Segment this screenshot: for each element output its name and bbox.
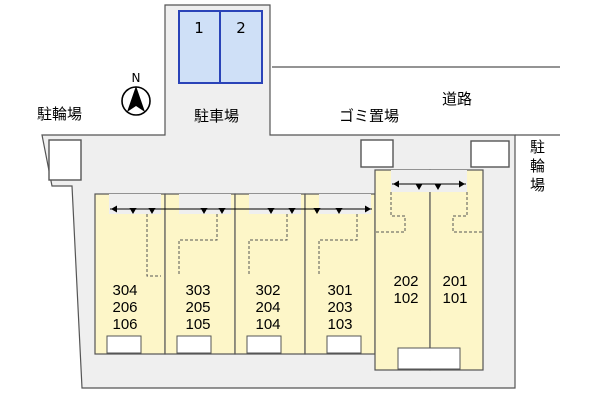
unit-label-203: 203 [327,299,352,316]
balcony-301 [319,194,371,214]
unit-label-104: 104 [255,316,280,333]
stair-302 [248,214,288,276]
approach-arrow-right-2 [434,184,442,190]
garbage-area-label: ゴミ置場 [339,107,399,125]
unit-label-101: 101 [442,290,467,307]
unit-label-106: 106 [112,316,137,333]
parking-space-1-label: 1 [194,19,204,37]
bicycle-parking-left-box [48,139,82,181]
building-201 [429,169,484,371]
bicycle-parking-right-char-2: 輪 [530,157,545,175]
bicycle-parking-right-label: 駐 輪 場 [530,138,545,194]
unit-label-206: 206 [112,299,137,316]
parking-space-2 [219,10,263,84]
stair-304 [146,214,161,277]
unit-label-204: 204 [255,299,280,316]
parking-space-1 [178,10,221,84]
road-label: 道路 [442,90,472,108]
arrow-marks [111,180,465,214]
entrance-right [397,347,461,370]
approach-arrow-5 [267,208,275,214]
north-label: N [132,71,141,85]
bicycle-parking-right-char-1: 駐 [530,138,545,156]
unit-label-302: 302 [255,282,280,299]
approach-arrow-2 [148,208,156,214]
bicycle-parking-right-box [470,140,510,168]
entrance-302 [246,335,282,354]
approach-arrow-6 [288,208,296,214]
unit-label-301: 301 [327,282,352,299]
unit-label-105: 105 [185,316,210,333]
approach-arrow-1 [129,208,137,214]
approach-end-right-1 [365,205,371,213]
unit-label-303: 303 [185,282,210,299]
bicycle-parking-left-label: 駐輪場 [37,105,82,123]
unit-label-201: 201 [442,273,467,290]
north-arrow-icon [127,86,145,112]
unit-label-102: 102 [393,290,418,307]
garbage-area-box [360,139,394,168]
building-202 [374,169,431,371]
approach-end-left-2 [393,180,399,188]
building-block-right [374,169,484,371]
approach-arrow-8 [335,208,343,214]
stair-301 [318,214,358,276]
unit-label-103: 103 [327,316,352,333]
parking-spaces: 1 2 [178,10,263,84]
approach-end-left-1 [111,205,117,213]
approach-arrow-7 [313,208,321,214]
balcony-right [391,170,467,192]
bicycle-parking-right-char-3: 場 [530,176,545,194]
unit-label-205: 205 [185,299,210,316]
stair-303 [178,214,218,276]
stair-201 [452,192,483,233]
unit-label-202: 202 [393,273,418,290]
stair-202 [375,192,406,233]
parking-lot-label: 駐車場 [194,107,239,125]
approach-arrow-3 [200,208,208,214]
unit-labels: 3042061063032051053022041043012031032021… [112,273,467,333]
parking-space-2-label: 2 [236,19,246,37]
entrance-301 [326,335,362,354]
unit-label-304: 304 [112,282,137,299]
entrance-303 [176,335,212,354]
compass: N [121,71,151,116]
approach-arrow-right-1 [415,184,423,190]
approach-end-right-2 [459,180,465,188]
approach-arrow-4 [218,208,226,214]
entrance-304 [106,335,142,354]
